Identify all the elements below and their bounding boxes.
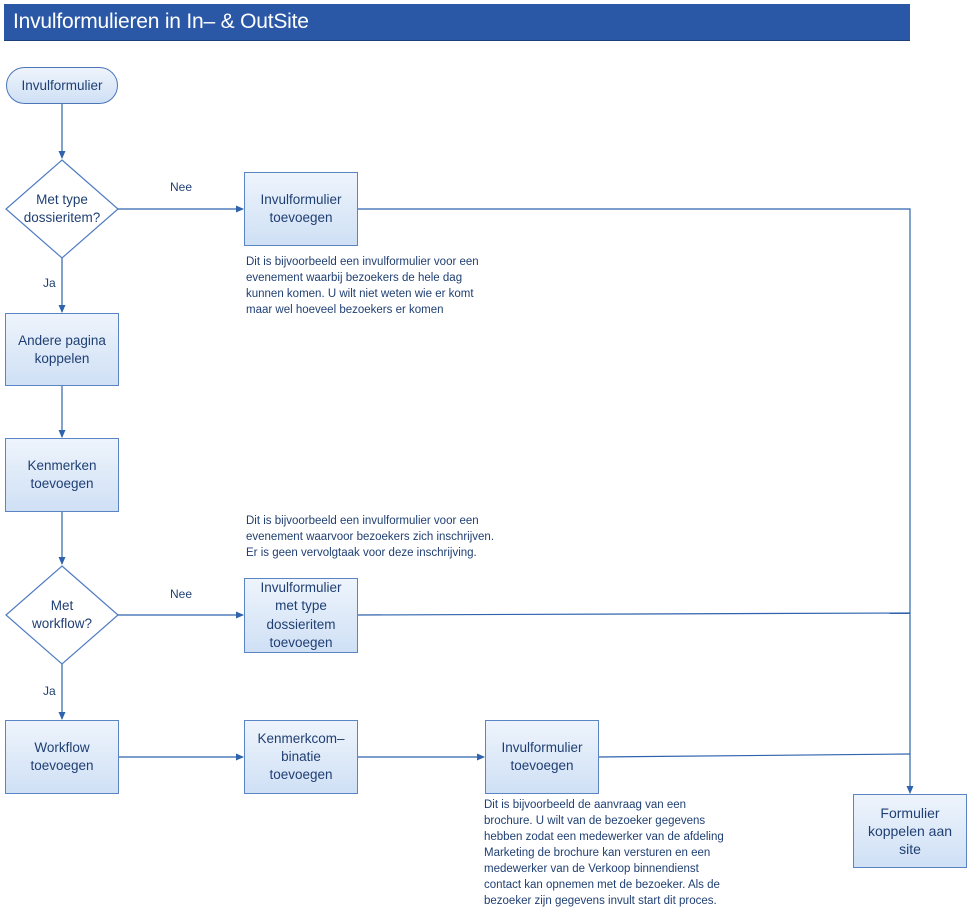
add-form-2-box: Invulformulier toevoegen — [485, 720, 599, 794]
edge-typed-form-to-site — [356, 612, 911, 616]
note-event-registration: Dit is bijvoorbeeld een invulformulier v… — [246, 515, 495, 559]
note-brochure-request: Dit is bijvoorbeeld de aanvraag van een … — [484, 799, 724, 907]
edge-form-1-to-site — [357, 208, 914, 794]
link-to-site-box: Formulier koppelen aan site — [853, 794, 967, 868]
decision-workflow-label: Met workflow? — [31, 598, 93, 631]
diagram-title-bar: Invulformulieren in In– & OutSite — [4, 4, 910, 41]
edge-label-ja-2: Ja — [43, 684, 56, 698]
edge-form-2-to-site — [597, 753, 911, 758]
add-workflow-box: Workflow toevoegen — [5, 720, 119, 794]
note-event-no-registration: Dit is bijvoorbeeld een invulformulier v… — [246, 256, 479, 316]
start-invulformulier: Invulformulier — [6, 67, 118, 104]
add-form-typed-box: Invulformulier met type dossieritem toev… — [244, 578, 358, 653]
add-properties-box: Kenmerken toevoegen — [5, 438, 119, 512]
edge-label-ja-1: Ja — [43, 276, 56, 290]
link-other-page-box: Andere pagina koppelen — [5, 313, 119, 386]
decision-type-label: Met type dossieritem? — [23, 192, 101, 225]
add-combination-box: Kenmerkcom– binatie toevoegen — [244, 720, 358, 794]
add-form-1-box: Invulformulier toevoegen — [244, 172, 358, 246]
edge-label-nee-1: Nee — [170, 180, 193, 194]
edge-label-nee-2: Nee — [170, 587, 193, 601]
diagram-title: Invulformulieren in In– & OutSite — [13, 10, 309, 33]
